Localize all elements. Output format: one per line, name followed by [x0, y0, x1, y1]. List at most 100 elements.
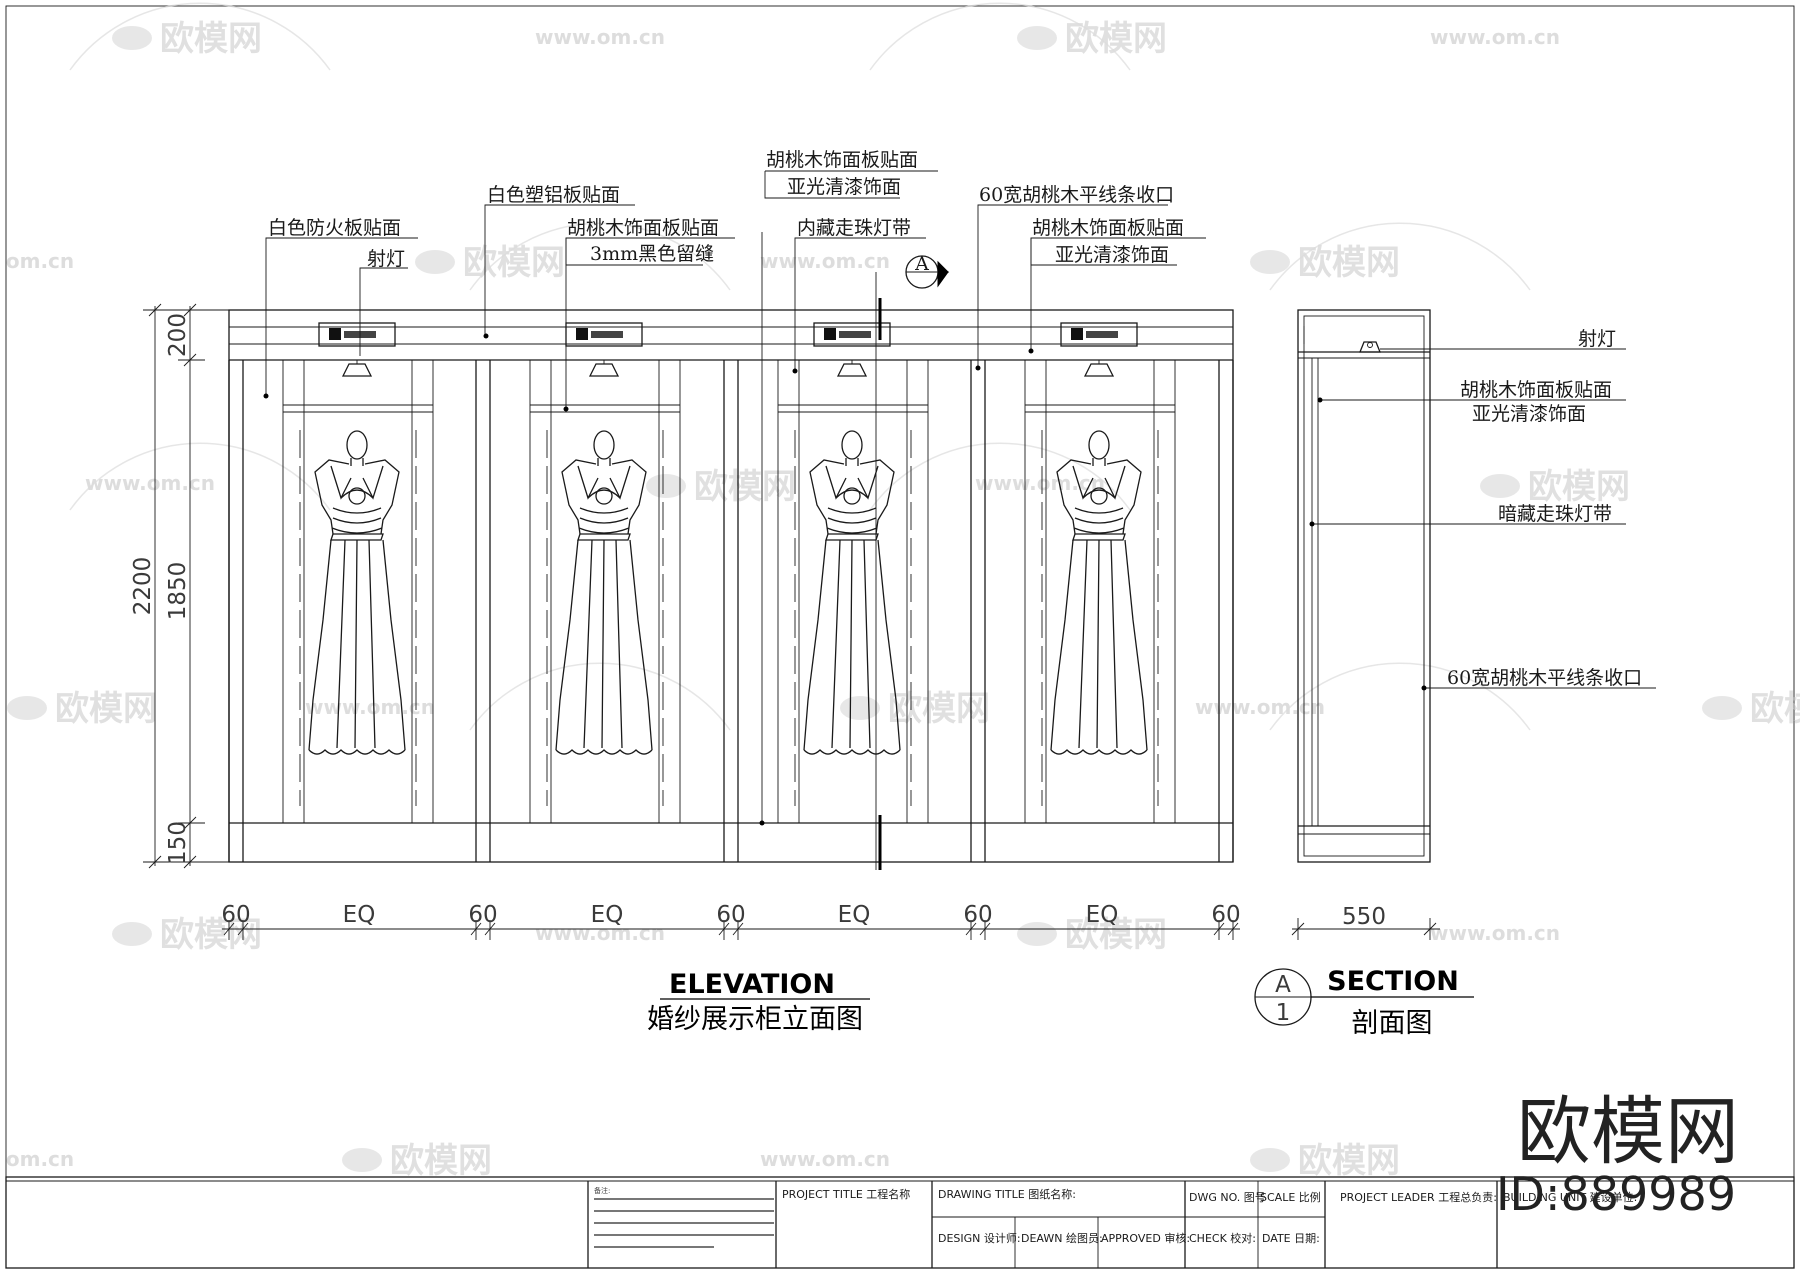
section-callout-trim: 60宽胡桃木平线条收口 [1447, 667, 1642, 689]
leader-dots [263, 333, 1034, 826]
callout-walnut-veneer-3: 胡桃木饰面板贴面 [1032, 217, 1184, 239]
wedding-dress-icon [555, 430, 653, 755]
logo-sign [1060, 322, 1138, 347]
cabinet-post [228, 360, 244, 862]
dim-total-height: 2200 [130, 557, 156, 616]
tb-check: CHECK 校对: [1189, 1231, 1256, 1245]
section-spotlight [1359, 341, 1381, 353]
dim-label: EQ [591, 902, 624, 928]
callout-spotlight: 射灯 [367, 248, 405, 270]
watermark-url: www.om.cn [535, 25, 665, 49]
section-marker: A [905, 253, 950, 289]
watermark-url: www.om.cn [760, 1147, 890, 1171]
elevation-leaders [265, 170, 1206, 823]
watermark-url: www.om.cn [305, 695, 435, 719]
cabinet-posts [228, 360, 1234, 862]
wedding-dress-icon [308, 430, 406, 755]
callout-walnut-veneer-2: 胡桃木饰面板贴面 [766, 149, 918, 171]
callout-white-fireboard: 白色防火板贴面 [268, 217, 401, 239]
dim-display-height: 1850 [165, 562, 191, 621]
section-title-number: 1 [1276, 1000, 1291, 1026]
watermark-logo: 欧模网 [160, 915, 262, 955]
callout-white-alu-panel: 白色塑铝板贴面 [487, 184, 620, 206]
cabinet-post [723, 360, 739, 862]
watermark-url: www.om.cn [535, 921, 665, 945]
watermark-url: www.om.cn [1195, 695, 1325, 719]
dim-label: 60 [468, 902, 497, 928]
section-outline [1297, 309, 1431, 863]
logo-sign [565, 322, 643, 347]
section-callout-lacquer: 亚光清漆饰面 [1472, 403, 1586, 425]
callout-matte-lacquer-2: 亚光清漆饰面 [1055, 244, 1169, 266]
vertical-dimensions [143, 303, 229, 869]
watermark-url: www.om.cn [85, 471, 215, 495]
note-label: 备注: [594, 1186, 610, 1195]
callout-walnut-veneer: 胡桃木饰面板贴面 [567, 217, 719, 239]
section-marker-letter: A [914, 253, 929, 275]
section-title-en: SECTION [1327, 966, 1459, 997]
tb-approved: APPROVED 审核: [1101, 1231, 1190, 1245]
watermark-layer: 欧模网欧模网欧模网欧模网欧模网欧模网欧模网欧模网欧模网欧模网欧模网欧模网欧模网w… [6, 2, 1800, 1181]
display-bays [282, 322, 1176, 824]
section-callout-led: 暗藏走珠灯带 [1498, 503, 1612, 525]
tb-project-leader: PROJECT LEADER 工程总负责: [1340, 1190, 1497, 1204]
logo-sign [813, 322, 891, 347]
elevation-title-en: ELEVATION [669, 969, 835, 1000]
section-dimension [1291, 918, 1440, 940]
cabinet-post [475, 360, 491, 862]
logo-sign [318, 322, 396, 347]
watermark-logo: 欧模网 [1298, 1141, 1400, 1181]
tb-building-unit: BUILDING UNIT 建设单位: [1503, 1190, 1637, 1204]
tb-project-title: PROJECT TITLE 工程名称 [782, 1187, 910, 1201]
section-title-cn: 剖面图 [1352, 1008, 1433, 1039]
cabinet-outline [228, 309, 1234, 863]
cabinet-post [1218, 360, 1234, 862]
section-view: 射灯 胡桃木饰面板贴面 亚光清漆饰面 暗藏走珠灯带 60宽胡桃木平线条收口 55… [1254, 309, 1656, 1039]
tb-drawn: DEAWN 绘图员: [1021, 1231, 1103, 1245]
watermark-logo: 欧模网 [1065, 915, 1167, 955]
wedding-dress-icon [803, 430, 901, 755]
callout-black-gap: 3mm黑色留缝 [590, 243, 714, 265]
elevation-title-cn: 婚纱展示柜立面图 [647, 1004, 863, 1035]
watermark-logo: 欧模网 [1750, 689, 1800, 729]
cabinet-post [970, 360, 986, 862]
spotlight-icon [1083, 363, 1115, 377]
dim-header-height: 200 [165, 313, 191, 357]
elevation-view: A 白色防火板贴面 射灯 白色塑铝板贴面 胡桃木饰面板贴面 [130, 149, 1240, 1035]
watermark-logo: 欧模网 [160, 19, 262, 59]
tb-scale: SCALE 比例 [1260, 1190, 1321, 1204]
spotlight-icon [341, 363, 373, 377]
tb-design: DESIGN 设计师: [938, 1232, 1021, 1245]
watermark-url: www.om.cn [1430, 921, 1560, 945]
watermark-logo: 欧模网 [1528, 467, 1630, 507]
spotlight-icon [836, 363, 868, 377]
section-title-letter: A [1275, 972, 1291, 998]
callout-matte-lacquer: 亚光清漆饰面 [787, 176, 901, 198]
watermark-url: www.om.cn [975, 471, 1105, 495]
tb-drawing-title: DRAWING TITLE 图纸名称: [938, 1187, 1076, 1201]
watermark-logo: 欧模网 [1298, 243, 1400, 283]
dim-plinth-height: 150 [165, 821, 191, 865]
dim-label: 60 [221, 902, 250, 928]
brand-name: 欧模网 [1517, 1089, 1739, 1175]
wedding-dress-icon [1050, 430, 1148, 755]
section-dim-width: 550 [1342, 904, 1386, 930]
watermark-logo: 欧模网 [390, 1141, 492, 1181]
callout-hidden-led: 内藏走珠灯带 [797, 217, 911, 239]
watermark-url: om.cn [6, 249, 74, 273]
title-block: 备注: PROJECT TITLE 工程名称 DRAWING TITLE 图纸名… [5, 1176, 1795, 1269]
dim-label: EQ [838, 902, 871, 928]
watermark-url: om.cn [6, 1147, 74, 1171]
dim-label: 60 [1211, 902, 1240, 928]
horizontal-dimensions [222, 920, 1240, 940]
section-callout-spotlight: 射灯 [1578, 328, 1616, 350]
dim-label: EQ [343, 902, 376, 928]
callout-walnut-trim: 60宽胡桃木平线条收口 [979, 184, 1174, 206]
display-bay [777, 322, 929, 824]
tb-date: DATE 日期: [1262, 1232, 1320, 1245]
display-bay [1024, 322, 1176, 824]
spotlight-icon [588, 363, 620, 377]
brand-id: ID:889989 [1496, 1167, 1736, 1221]
watermark-logo: 欧模网 [55, 689, 157, 729]
